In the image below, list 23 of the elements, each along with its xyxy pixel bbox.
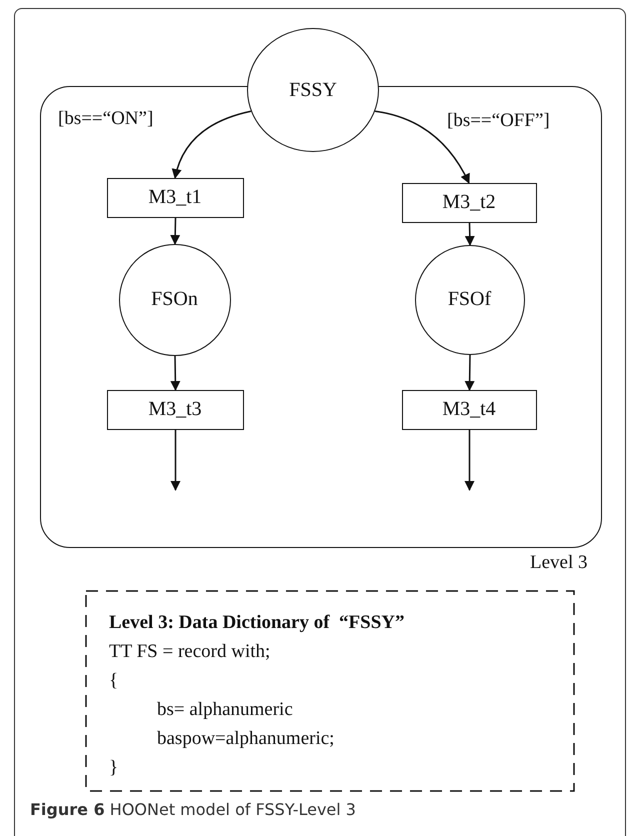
arrow bbox=[374, 110, 470, 184]
code-line: bs= alphanumeric bbox=[156, 698, 294, 722]
arrow bbox=[170, 356, 180, 391]
figure-caption: Figure 6 HOONet model of FSSY-Level 3 bbox=[30, 800, 356, 819]
arrow bbox=[464, 430, 474, 491]
data-dictionary-box bbox=[85, 590, 575, 792]
arrow bbox=[170, 430, 180, 491]
code-line: { bbox=[109, 669, 120, 693]
transition-box: M3_t2 bbox=[402, 182, 536, 222]
place-circle: FSSY bbox=[247, 28, 379, 152]
place-circle: FSOf bbox=[414, 244, 524, 354]
transition-box: M3_t3 bbox=[106, 390, 244, 430]
code-line: TT FS = record with; bbox=[109, 640, 272, 664]
place-circle: FSOn bbox=[118, 244, 230, 356]
arrow bbox=[464, 222, 475, 246]
arrow bbox=[172, 110, 252, 179]
code-line: baspow=alphanumeric; bbox=[156, 727, 336, 751]
transition-box: M3_t1 bbox=[106, 178, 244, 218]
dictionary-heading: Level 3: Data Dictionary of “FSSY” bbox=[109, 611, 406, 635]
arrow bbox=[170, 218, 180, 245]
arrow bbox=[464, 354, 475, 391]
code-line: } bbox=[109, 756, 120, 780]
transition-box: M3_t4 bbox=[402, 390, 536, 430]
